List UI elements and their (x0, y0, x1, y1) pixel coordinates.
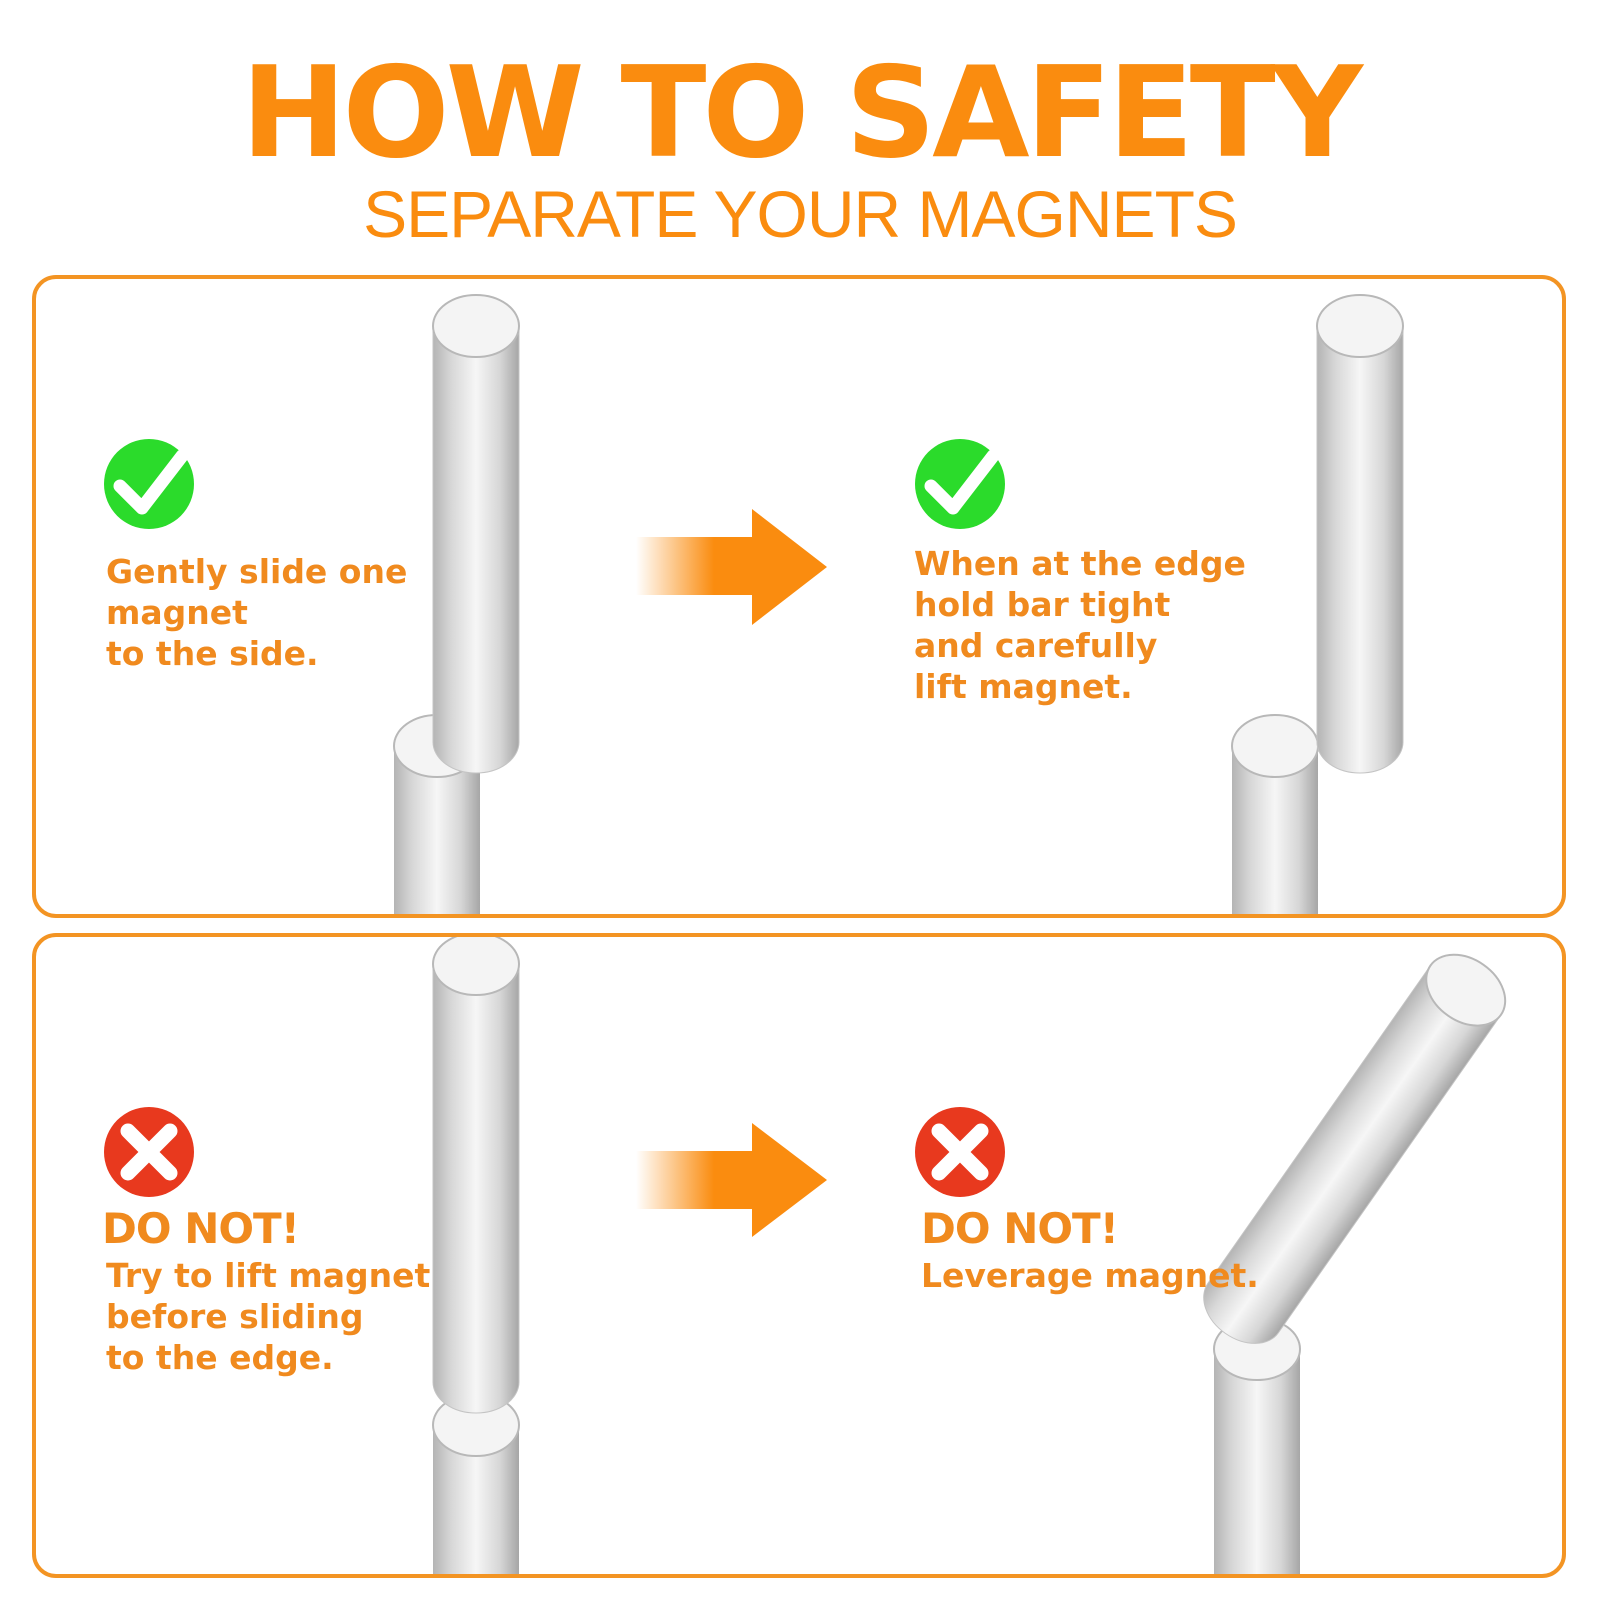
incorrect-method-artwork (104, 937, 1507, 1574)
warning-heading: DO NOT! (921, 1204, 1119, 1253)
cross-icon (915, 1107, 1005, 1197)
warning-heading: DO NOT! (102, 1204, 300, 1253)
incorrect-method-panel: DO NOT! Try to lift magnet before slidin… (32, 933, 1566, 1578)
magnet-upper (432, 937, 520, 1414)
magnet-lower (432, 1393, 520, 1574)
page-title: HOW TO SAFETY (241, 39, 1363, 186)
arrow-right-icon (636, 1123, 827, 1237)
check-icon (915, 439, 1005, 529)
step-caption: Gently slide one magnet to the side. (106, 552, 408, 673)
page-subtitle: SEPARATE YOUR MAGNETS (363, 177, 1238, 251)
magnet-lower (1213, 1317, 1301, 1574)
step-caption: When at the edge hold bar tight and care… (914, 544, 1246, 706)
cross-icon (104, 1107, 194, 1197)
magnet-tilted (1203, 953, 1507, 1344)
step-caption: Leverage magnet. (921, 1256, 1259, 1295)
magnet-lower (1231, 714, 1319, 914)
check-icon (104, 439, 194, 529)
correct-method-panel: Gently slide one magnet to the side. Whe… (32, 275, 1566, 918)
step-caption: Try to lift magnet before sliding to the… (106, 1256, 431, 1377)
arrow-right-icon (636, 509, 827, 625)
magnet-upper (1316, 294, 1404, 774)
correct-method-artwork (104, 294, 1404, 914)
magnet-upper (432, 294, 520, 774)
